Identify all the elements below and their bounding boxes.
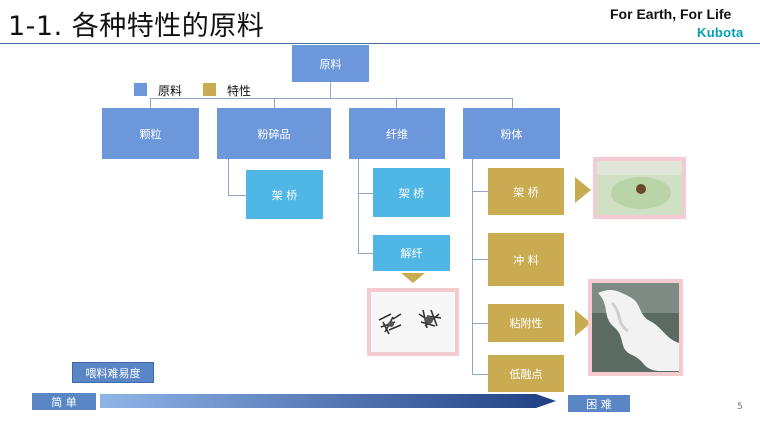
page-number: 5 <box>737 402 743 412</box>
trait-powder-bridging: 架 桥 <box>488 168 564 215</box>
trait-crushed-bridging: 架 桥 <box>246 170 323 219</box>
connector <box>228 159 229 195</box>
connector <box>358 253 373 254</box>
easy-label: 简 单 <box>32 393 96 410</box>
category-crushed: 粉碎品 <box>217 108 331 159</box>
trait-powder-flushing: 冲 料 <box>488 233 564 286</box>
connector <box>150 98 513 99</box>
right-arrow-icon <box>575 310 591 336</box>
screw-adhesion-image <box>592 283 679 372</box>
down-arrow-icon <box>401 273 425 283</box>
right-arrow-icon <box>575 177 591 203</box>
trait-powder-adhesion: 粘附性 <box>488 304 564 342</box>
powder-adhesion-photo <box>588 279 683 376</box>
page-title: 1-1. 各种特性的原料 <box>8 11 265 42</box>
trait-fiber-bridging: 架 桥 <box>373 168 450 217</box>
feeding-difficulty-label: 喂料难易度 <box>72 362 154 383</box>
powder-bridging-image <box>597 161 682 215</box>
legend-raw-label: 原料 <box>158 84 183 98</box>
legend-trait-swatch <box>203 83 216 96</box>
difficulty-gradient-arrow <box>100 394 556 408</box>
connector <box>150 98 151 108</box>
trait-powder-low-melting: 低融点 <box>488 355 564 392</box>
title-divider <box>0 43 760 44</box>
fiber-pieces-image <box>371 292 455 352</box>
root-node-raw-material: 原料 <box>292 45 369 82</box>
connector <box>396 98 397 108</box>
connector <box>358 193 373 194</box>
legend-trait-label: 特性 <box>227 84 252 98</box>
category-granules: 颗粒 <box>102 108 199 159</box>
connector <box>472 159 473 374</box>
connector <box>512 98 513 108</box>
connector <box>330 82 331 98</box>
connector <box>472 323 488 324</box>
hard-label: 困 难 <box>568 395 630 412</box>
powder-bridging-photo <box>593 157 686 219</box>
kubota-logo: Kubota <box>697 25 744 40</box>
company-slogan: For Earth, For Life <box>610 6 732 22</box>
category-fiber: 纤维 <box>349 108 445 159</box>
trait-fiber-defibering: 解纤 <box>373 235 450 271</box>
connector <box>274 98 275 108</box>
connector <box>472 259 488 260</box>
connector <box>472 191 488 192</box>
fiber-sample-photo <box>367 288 459 356</box>
connector <box>358 159 359 253</box>
connector <box>472 374 488 375</box>
legend-raw-swatch <box>134 83 147 96</box>
connector <box>228 195 246 196</box>
category-powder: 粉体 <box>463 108 560 159</box>
